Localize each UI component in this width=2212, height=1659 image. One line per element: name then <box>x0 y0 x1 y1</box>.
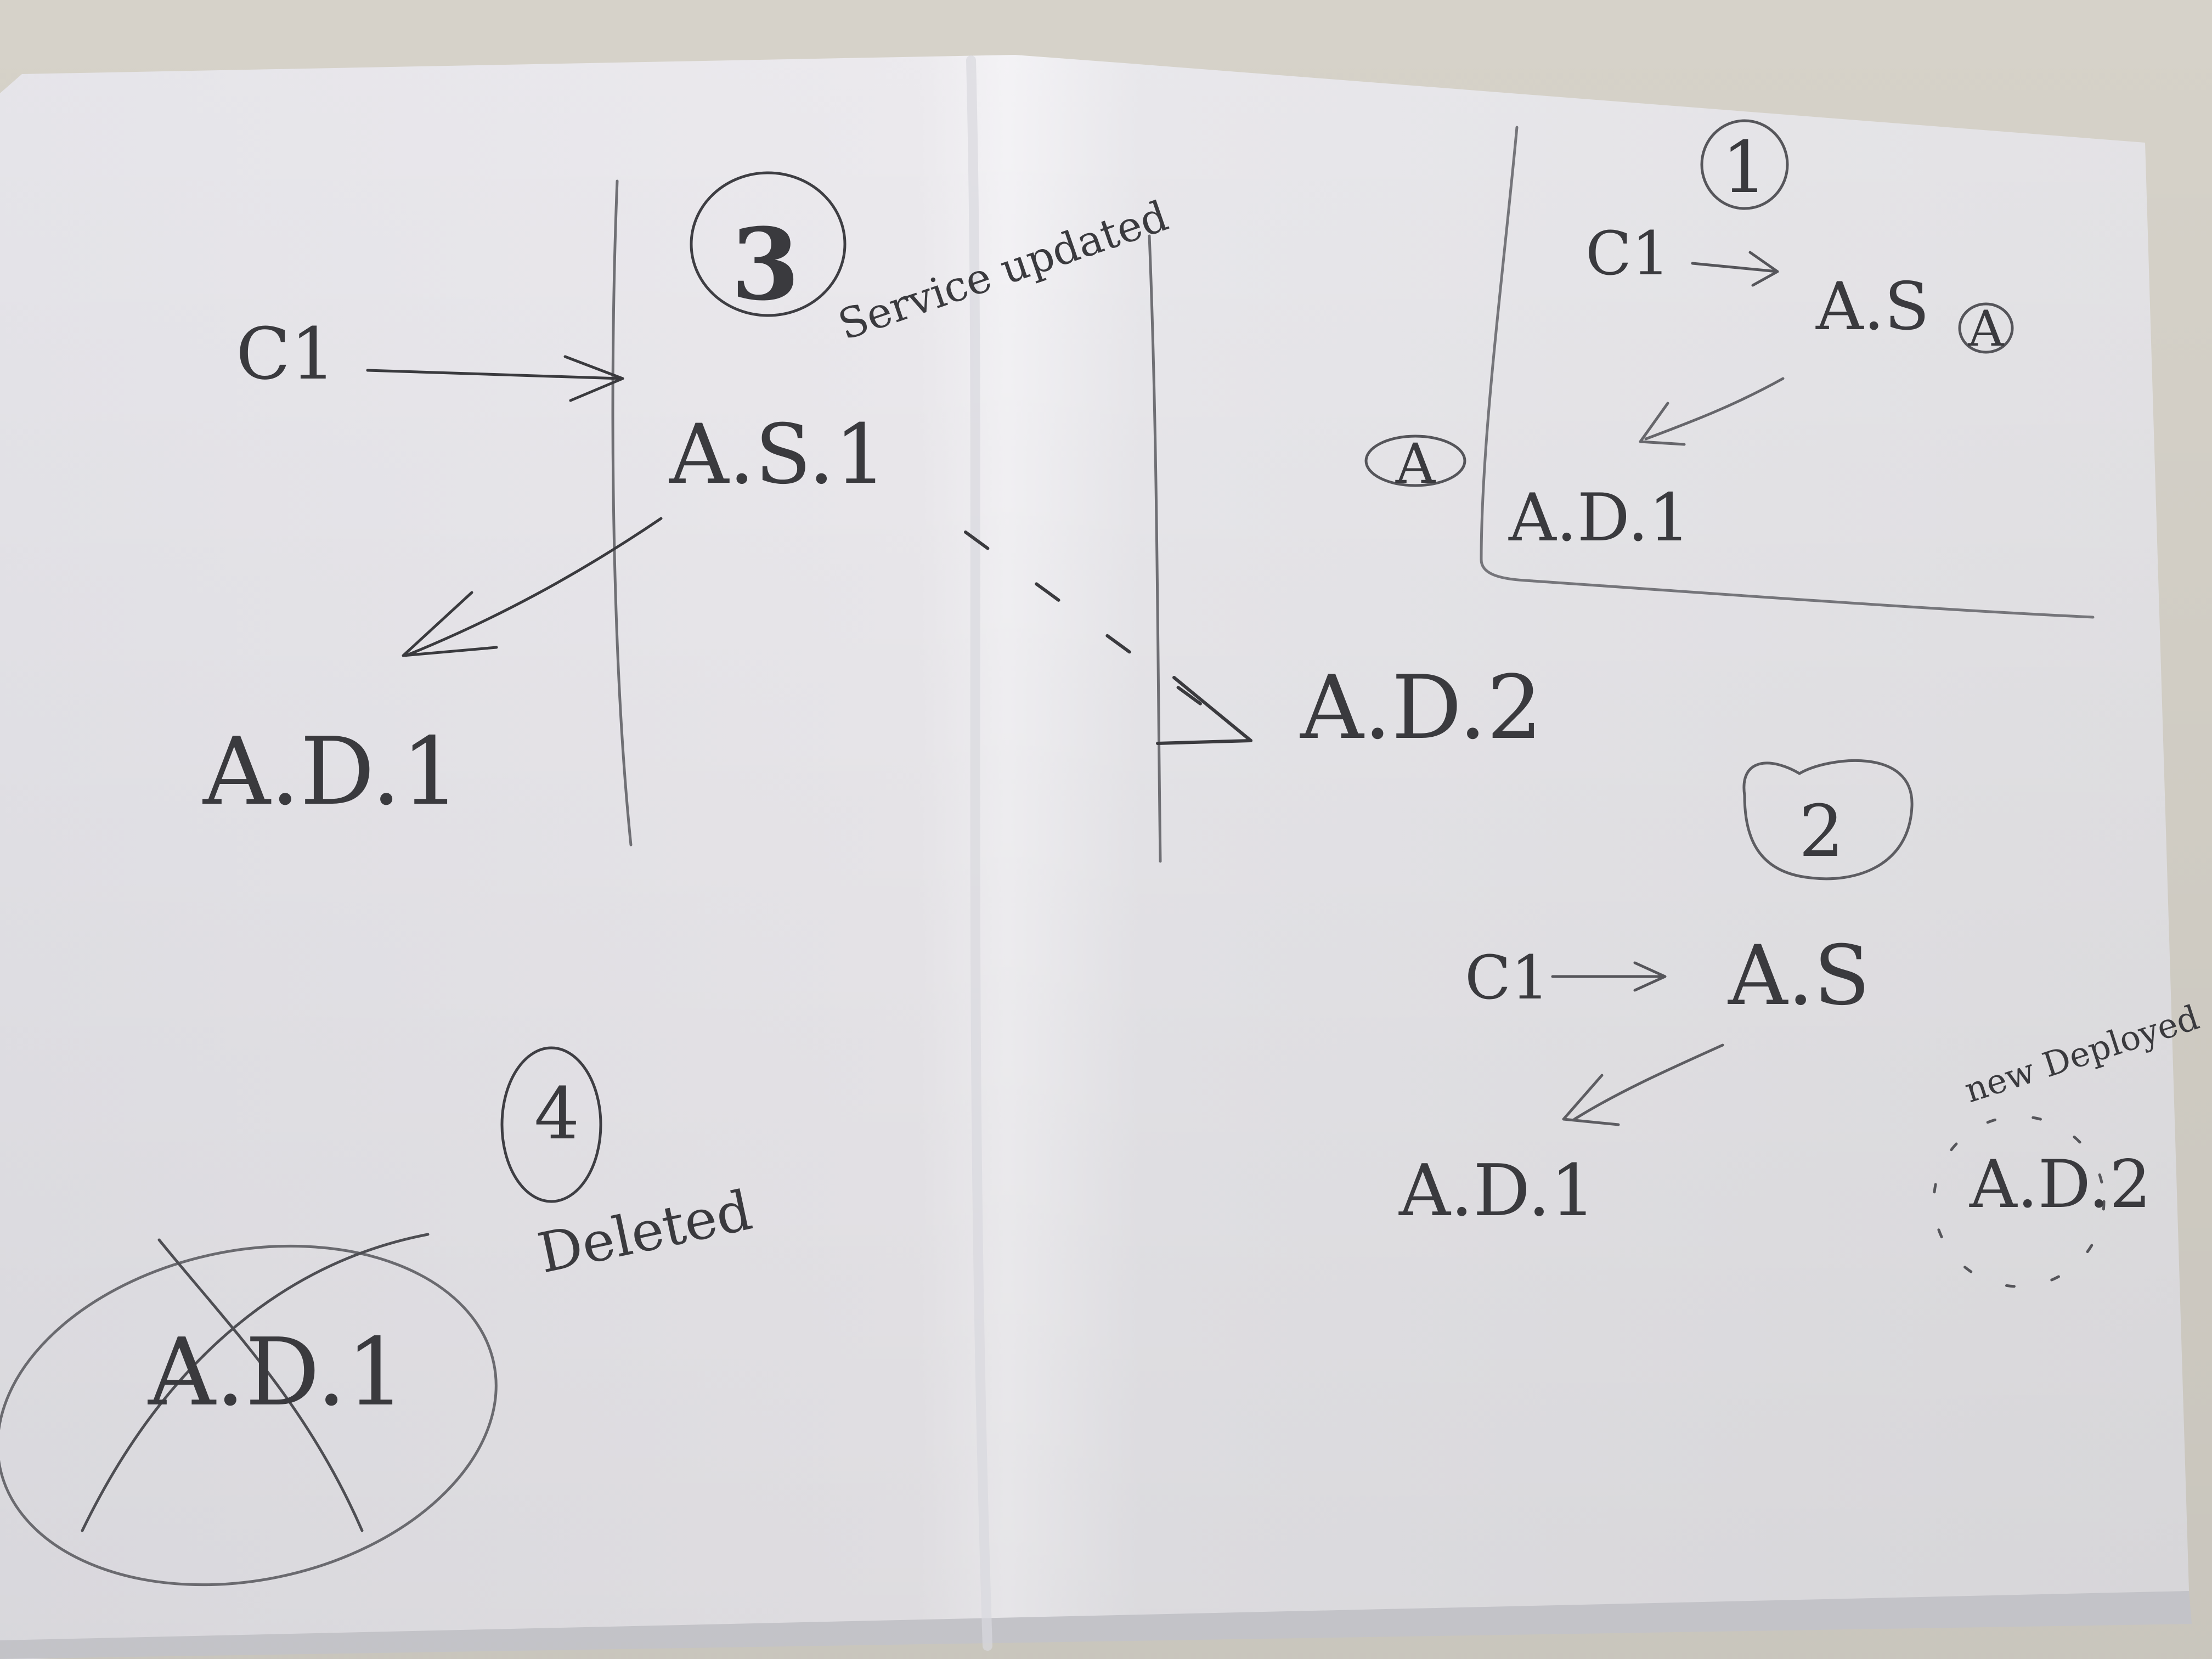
panel-1-service-label: A.S <box>1815 269 1929 345</box>
step-2-number: 2 <box>1799 789 1844 873</box>
panel-4-deployment-label: A.D.1 <box>148 1318 405 1427</box>
panel-2-old-deployment-label: A.D.1 <box>1398 1149 1596 1232</box>
panel-1: 1 C1 A.S A A A.D.1 <box>1364 119 2095 619</box>
panel-1-service-mark: A <box>1968 300 2005 358</box>
panel-3-new-deploy-arrowhead <box>1156 676 1252 745</box>
step-1-number: 1 <box>1722 126 1768 209</box>
panel-4-strike-right <box>81 1233 430 1532</box>
step-4-circle <box>500 1046 602 1203</box>
step-3-circle <box>690 171 847 317</box>
panel-1-client-arrow <box>1691 251 1779 287</box>
panel-3-left-divider <box>611 179 633 847</box>
panel-3-new-deployment-label: A.D.2 <box>1300 656 1543 759</box>
panel-3-client-label: C1 <box>236 312 336 396</box>
panel-2-service-to-deploy-arrow <box>1562 1043 1724 1126</box>
panel-2-client-arrow <box>1551 961 1667 992</box>
step-4-number: 4 <box>534 1072 580 1155</box>
panel-3-right-divider <box>1148 234 1162 863</box>
panel-1-deploy-mark: A <box>1395 432 1436 496</box>
panel-4-deleted-outline <box>0 1244 498 1587</box>
panel-3-service-label: A.S.1 <box>669 407 887 503</box>
panel-1-client-label: C1 <box>1585 218 1670 289</box>
panel-2-client-label: C1 <box>1465 943 1549 1013</box>
panel-2-new-deployment-dotted-halo <box>1932 1115 2106 1288</box>
paper-fold <box>966 55 992 1651</box>
panel-1-deploy-mark-circle <box>1364 435 1466 487</box>
panel-1-deployment-label: A.D.1 <box>1508 480 1690 556</box>
panel-3-service-to-old-deploy-arrow <box>402 517 663 657</box>
panel-3-client-arrow <box>366 355 624 402</box>
panel-3-service-to-new-deploy-dashed-arrow <box>964 531 1252 742</box>
panel-1-service-mark-circle <box>1958 302 2014 354</box>
panel-2-service-label: A.S <box>1728 928 1870 1024</box>
step-3-number: 3 <box>731 207 799 323</box>
step-2-circle <box>1742 759 1914 881</box>
panel-1-border <box>1480 126 2095 619</box>
panel-4-strike-left <box>157 1238 364 1532</box>
panel-1-service-to-deploy-arrow <box>1639 377 1785 446</box>
panel-3-old-deployment-label: A.D.1 <box>202 718 460 826</box>
panel-2-new-deployment-label: A.D.2 <box>1969 1147 2151 1223</box>
step-1-circle <box>1700 119 1789 210</box>
